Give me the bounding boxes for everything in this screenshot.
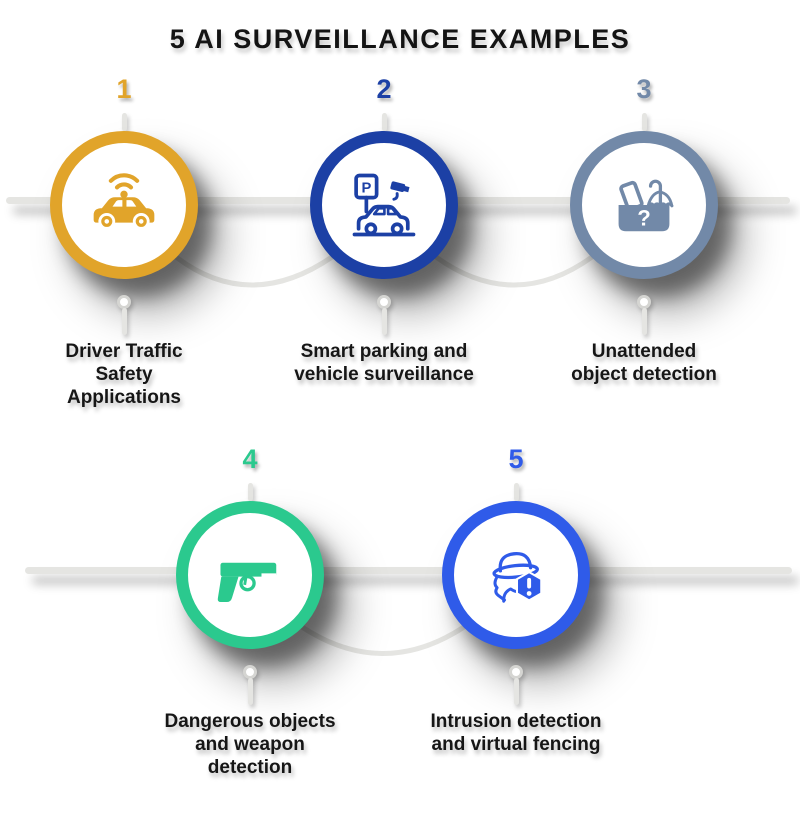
step-4-top-connector (247, 483, 253, 501)
step-3-number: 3 (636, 74, 652, 104)
unattended-object-icon: ? (618, 179, 674, 232)
step-3-label-line: Unattended (591, 341, 697, 362)
step-3: 3 ? Unattended object detection (534, 74, 754, 419)
step-1-top-connector (121, 113, 127, 131)
step-5-dot-connector (509, 665, 523, 679)
curve-connector-4-5 (299, 624, 467, 656)
step-3-circle: ? (570, 131, 718, 279)
step-4-circle (176, 501, 324, 649)
step-3-top-connector (641, 113, 647, 131)
step-1-label-line: Applications (66, 387, 181, 408)
step-4-number: 4 (242, 444, 258, 474)
step-2-label-line: vehicle surveillance (294, 364, 474, 385)
step-1-label-line: Driver Traffic (65, 341, 183, 362)
step-5-label-line: and virtual fencing (431, 734, 601, 755)
step-5-number: 5 (508, 444, 524, 474)
step-3-label-line: object detection (571, 364, 717, 385)
step-2-label-line: Smart parking and (300, 341, 468, 362)
step-1-number: 1 (116, 74, 132, 104)
step-3-label: Unattended object detection (534, 340, 754, 386)
step-2-top-connector (381, 113, 387, 131)
step-1-dot-connector (117, 295, 131, 309)
step-4-label-line: and weapon (195, 734, 305, 755)
timeline-row-2 (25, 567, 792, 574)
step-3-bottom-connector (641, 308, 647, 335)
step-3-dot-connector (637, 295, 651, 309)
weapon-detection-icon (217, 562, 277, 603)
parking-sign-letter: P (361, 180, 371, 196)
exclamation-mark (527, 577, 532, 589)
step-4-label-line: detection (207, 757, 293, 778)
step-2-dot-connector (377, 295, 391, 309)
curve-connector-1-2 (173, 254, 335, 288)
step-2-circle: P (310, 131, 458, 279)
step-4-dot-connector (243, 665, 257, 679)
step-5-label-line: Intrusion detection (430, 711, 602, 732)
connected-car-icon (93, 173, 155, 230)
page-title: 5 AI SURVEILLANCE EXAMPLES (169, 24, 631, 54)
step-5-bottom-connector (513, 678, 519, 705)
step-4-label: Dangerous objects and weapon detection (140, 710, 360, 779)
intrusion-spy-icon (492, 552, 543, 603)
step-5-circle (442, 501, 590, 649)
step-4-bottom-connector (247, 678, 253, 705)
step-5: 5 Intrusion detection and vir (406, 444, 626, 789)
step-1-bottom-connector (121, 308, 127, 335)
step-2-bottom-connector (381, 308, 387, 335)
step-1: 1 Driver Traffic (14, 74, 234, 419)
step-1-label: Driver Traffic Safety Applications (14, 340, 234, 409)
step-1-circle (50, 131, 198, 279)
step-4: 4 Dangerous objects and weapon detection (140, 444, 360, 789)
curve-connector-2-3 (433, 254, 595, 288)
step-2: 2 P (274, 74, 494, 419)
step-2-number: 2 (376, 74, 392, 104)
question-mark: ? (637, 206, 651, 231)
step-5-top-connector (513, 483, 519, 501)
step-2-label: Smart parking and vehicle surveillance (274, 340, 494, 386)
step-5-label: Intrusion detection and virtual fencing (406, 710, 626, 756)
step-4-label-line: Dangerous objects (164, 711, 336, 732)
step-1-label-line: Safety (95, 364, 153, 385)
smart-parking-icon: P (352, 173, 416, 237)
